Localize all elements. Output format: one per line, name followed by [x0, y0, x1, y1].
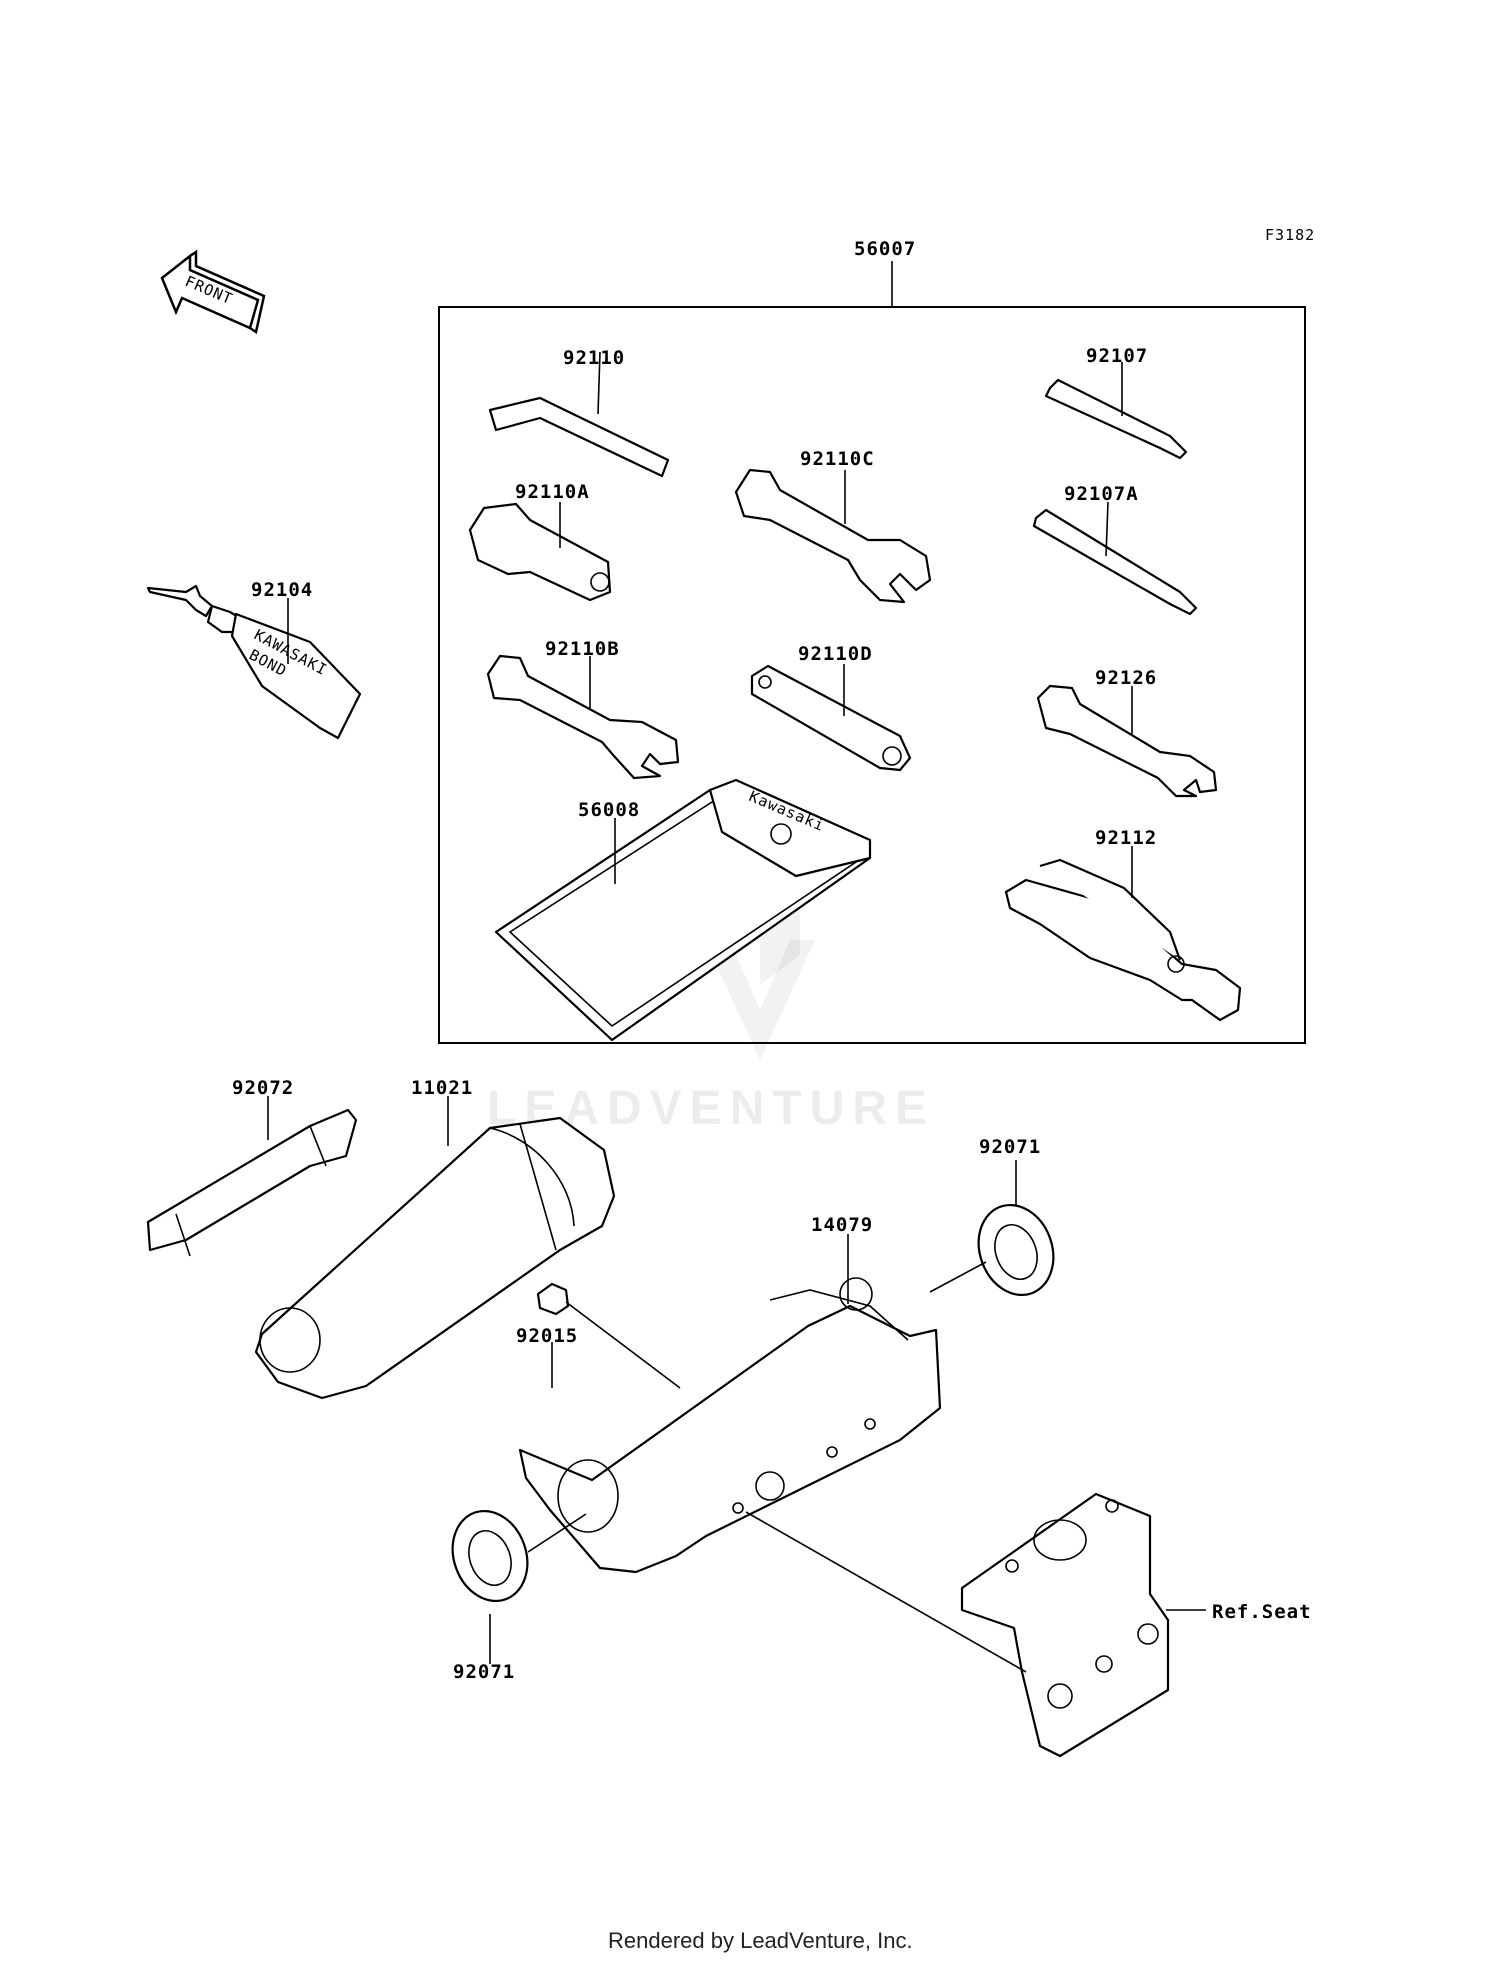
front-arrow-icon: FRONT	[160, 249, 266, 335]
open-wrench-large: 92110C	[734, 448, 932, 604]
part-label-92110B: 92110B	[545, 638, 620, 660]
part-label-92104: 92104	[251, 579, 313, 601]
grommet-top: 92071	[929, 1136, 1055, 1297]
footer-credit: Rendered by LeadVenture, Inc.	[608, 1928, 913, 1953]
tool-case-bracket: 14079	[518, 1214, 942, 1574]
pliers: 92112	[1004, 827, 1242, 1022]
open-wrench-medium: 92126	[1036, 667, 1218, 798]
part-label-92110C: 92110C	[800, 448, 875, 470]
screwdriver-bit: 92107	[1044, 345, 1188, 460]
tube-wrench: 92110D	[750, 643, 912, 772]
part-label-14079: 14079	[811, 1214, 873, 1236]
part-label-11021: 11021	[411, 1077, 473, 1099]
hex-key: 92110	[488, 347, 670, 478]
part-label-56007: 56007	[854, 238, 916, 260]
part-label-92107A: 92107A	[1064, 483, 1139, 505]
double-screwdriver-bit: 92107A	[1032, 483, 1198, 616]
open-wrench-small: 92110B	[486, 638, 680, 780]
tool-kit-frame: 56007	[438, 238, 1306, 1044]
nut: 92015	[516, 1282, 681, 1389]
part-label-92015: 92015	[516, 1325, 578, 1347]
part-label-92126: 92126	[1095, 667, 1157, 689]
part-label-92112: 92112	[1095, 827, 1157, 849]
tool-case: 11021	[254, 1077, 616, 1400]
part-label-92107: 92107	[1086, 345, 1148, 367]
figure-code: F3182	[1265, 226, 1315, 244]
part-label-92110: 92110	[563, 347, 625, 369]
part-label-56008: 56008	[578, 799, 640, 821]
ref-seat-label: Ref.Seat	[1212, 1601, 1312, 1623]
tool-strap: 92072	[146, 1077, 358, 1257]
part-label-92110A: 92110A	[515, 481, 590, 503]
bond-tube: KAWASAKI BOND 92104	[146, 579, 362, 740]
seat-mount-plate: Ref.Seat	[745, 1492, 1312, 1758]
grommet-bottom: 92071	[451, 1509, 587, 1683]
socket-wrench: 92110A	[468, 481, 612, 602]
part-label-92071-bottom: 92071	[453, 1661, 515, 1683]
part-label-92072: 92072	[232, 1077, 294, 1099]
part-label-92110D: 92110D	[798, 643, 873, 665]
tool-pouch: Kawasaki 56008	[494, 778, 872, 1042]
part-label-92071-top: 92071	[979, 1136, 1041, 1158]
